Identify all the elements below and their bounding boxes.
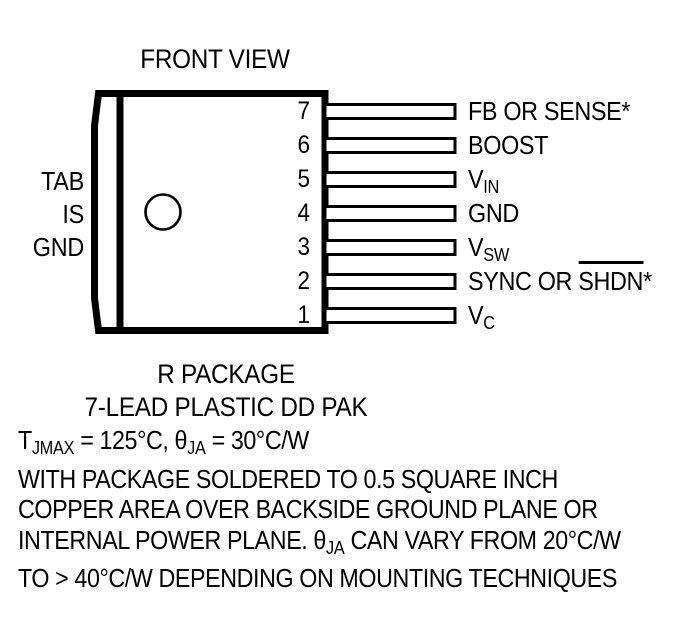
thermal-note-line-1: WITH PACKAGE SOLDERED TO 0.5 SQUARE INCH — [18, 463, 558, 494]
pin-label-subscript-5: IN — [483, 176, 500, 197]
pin-label-3: VSW — [468, 234, 514, 268]
lead-pin-3 — [323, 239, 457, 256]
pin-number-2: 2 — [297, 266, 310, 295]
thermal-spec-prefix: T — [18, 425, 32, 455]
lead-pin-4 — [323, 205, 457, 222]
lead-pin-5 — [323, 171, 457, 188]
pin-number-4: 4 — [297, 198, 310, 227]
tab-caption-line-2: IS — [62, 199, 84, 229]
pin-label-text-4: GND — [468, 197, 519, 228]
pin-label-text-2: SYNC OR — [468, 265, 579, 296]
lead-pin-7 — [323, 103, 457, 120]
package-name-line-2: 7-LEAD PLASTIC DD PAK — [84, 392, 368, 422]
pin-number-7: 7 — [297, 96, 310, 125]
tab-caption-line-1: TAB — [41, 166, 84, 196]
pin-label-6: BOOST — [468, 132, 557, 158]
front-view-title: FRONT VIEW — [140, 44, 290, 74]
pin-label-subscript-1: C — [483, 312, 495, 333]
pin-label-text-6: BOOST — [468, 129, 549, 160]
pin-label-suffix-2: * — [643, 265, 652, 296]
thermal-spec-sub-jmax: JMAX — [31, 438, 75, 459]
tab-is-gnd-caption: TAB IS GND — [0, 165, 84, 264]
mounting-hole-icon — [144, 193, 182, 231]
thermal-spec-line: TJMAX = 125°C, θJA = 30°C/W — [18, 425, 609, 464]
thermal-note-line-2: COPPER AREA OVER BACKSIDE GROUND PLANE O… — [18, 494, 598, 525]
pin-label-suffix-7: * — [621, 95, 631, 126]
thermal-spec-suffix: = 30°C/W — [205, 425, 310, 455]
package-name-block: R PACKAGE 7-LEAD PLASTIC DD PAK — [0, 358, 452, 424]
pin-label-text-3: V — [468, 231, 484, 262]
thermal-spec-sub-ja: JA — [187, 438, 206, 459]
thermal-note-line-4: TO > 40°C/W DEPENDING ON MOUNTING TECHNI… — [18, 563, 618, 594]
thermal-note-3-b: CAN VARY FROM 20°C/W — [344, 524, 621, 555]
pin-number-6: 6 — [297, 130, 310, 159]
pin-number-5: 5 — [297, 164, 310, 193]
pin-label-5: VIN — [468, 166, 503, 200]
lead-pin-6 — [323, 137, 457, 154]
thermal-notes-block: TJMAX = 125°C, θJA = 30°C/W WITH PACKAGE… — [18, 425, 678, 594]
lead-pin-1 — [323, 307, 457, 324]
lead-group — [323, 103, 457, 324]
pin-number-3: 3 — [297, 232, 310, 261]
pin-label-subscript-3: SW — [483, 244, 510, 265]
thermal-note-3-a: INTERNAL POWER PLANE. θ — [18, 524, 326, 555]
tab-caption-line-3: GND — [32, 232, 84, 262]
thermal-spec-mid: = 125°C, θ — [74, 425, 188, 455]
pin-label-text-7: FB OR SENSE — [468, 95, 622, 126]
pin-label-4: GND — [468, 200, 525, 226]
package-name-line-1: R PACKAGE — [157, 359, 295, 389]
thermal-note-3-sub-ja: JA — [325, 537, 345, 558]
pin-number-1: 1 — [297, 300, 310, 329]
thermal-note-line-3: INTERNAL POWER PLANE. θJA CAN VARY FROM … — [18, 524, 621, 564]
lead-pin-2 — [323, 273, 457, 290]
pin-label-text-5: V — [468, 163, 484, 194]
pin-label-text-1: V — [468, 299, 484, 330]
package-tab — [91, 90, 124, 334]
pin-label-overbar-2: SHDN — [578, 260, 644, 296]
pin-label-7: FB OR SENSE* — [468, 98, 648, 124]
pin-label-2: SYNC OR SHDN* — [468, 260, 672, 296]
pin-label-1: VC — [468, 302, 498, 336]
